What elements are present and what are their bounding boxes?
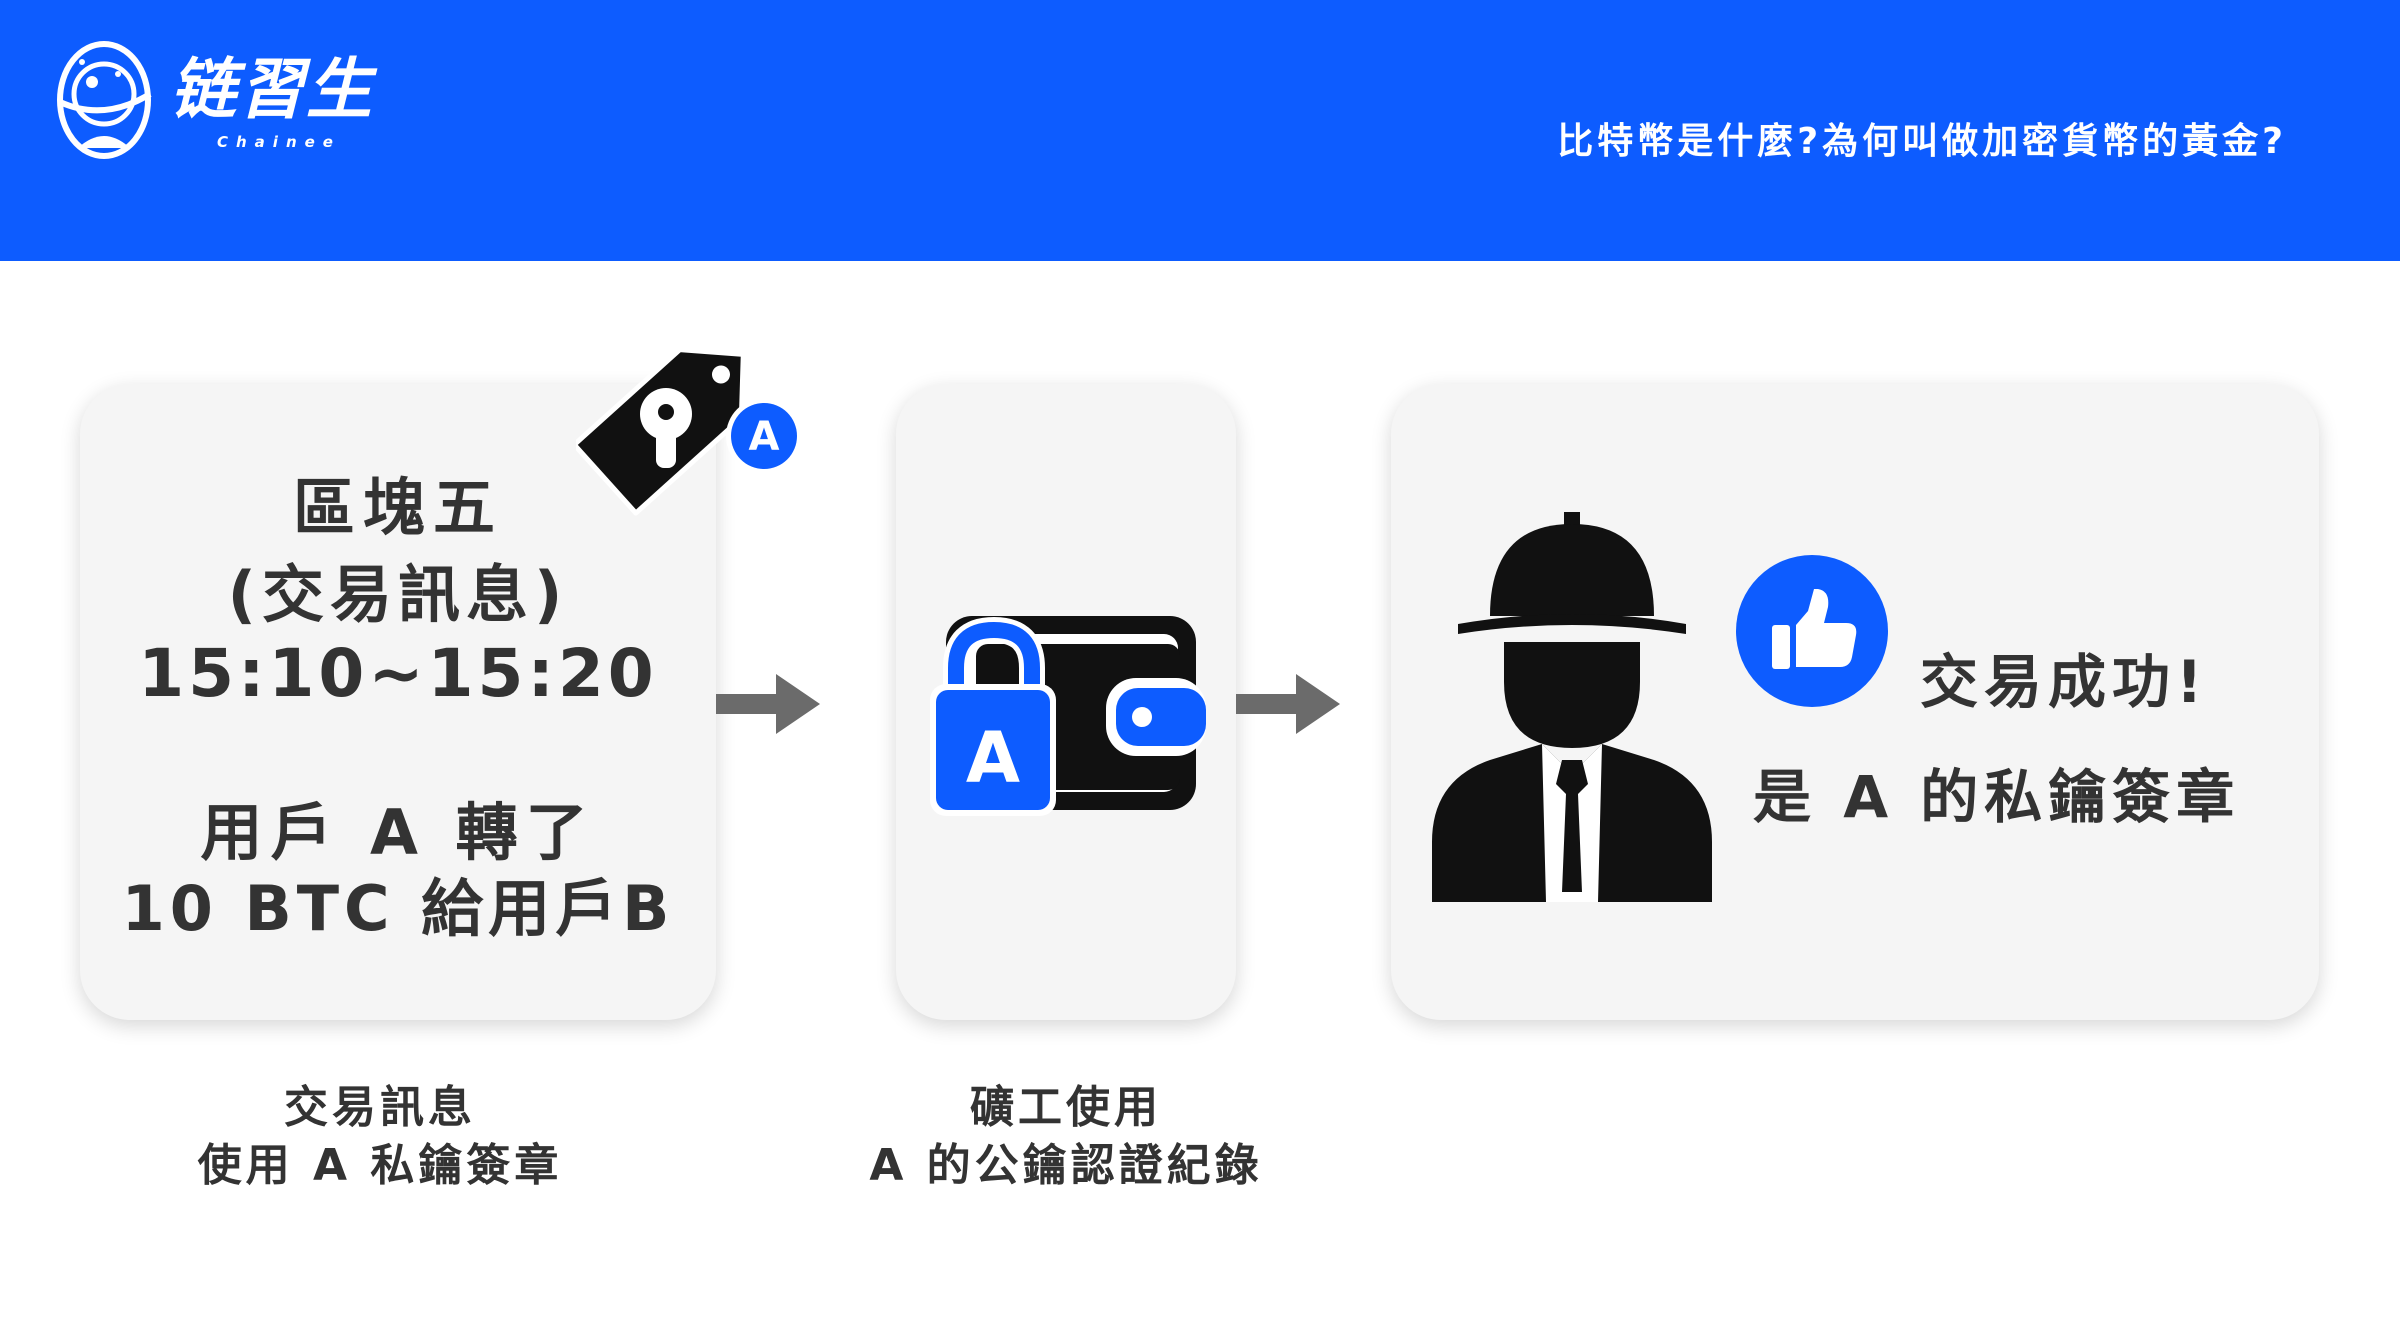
step1-caption-line2: 使用 A 私鑰簽章 — [197, 1140, 563, 1191]
success-detail: 是 A 的私鑰簽章 — [1753, 763, 2241, 831]
logo-subtitle: Chainee — [217, 133, 341, 151]
header-bar: 链習生 Chainee 比特幣是什麼?為何叫做加密貨幣的黃金? — [0, 0, 2400, 261]
step2-caption: 礦工使用 A 的公鑰認證紀錄 — [776, 1079, 1356, 1195]
block-subtitle: (交易訊息) — [227, 558, 569, 631]
transaction-line-1: 用戶 A 轉了 — [200, 796, 596, 869]
key-tag-icon: A — [576, 347, 802, 516]
page-title: 比特幣是什麼?為何叫做加密貨幣的黃金? — [1557, 121, 2287, 162]
logo-name: 链習生 — [170, 50, 374, 128]
logo-emblem-icon — [57, 41, 152, 159]
locked-wallet-icon: A — [930, 616, 1206, 816]
step2-caption-line2: A 的公鑰認證紀錄 — [869, 1140, 1263, 1191]
arrow-right-icon — [1236, 674, 1340, 734]
thumbs-up-icon — [1736, 555, 1888, 707]
arrow-right-icon — [716, 674, 820, 734]
step1-caption: 交易訊息 使用 A 私鑰簽章 — [80, 1079, 680, 1195]
step1-caption-line1: 交易訊息 — [284, 1082, 476, 1133]
block-time: 15:10~15:20 — [138, 635, 658, 712]
transaction-line-2: 10 BTC 給用戶B — [121, 872, 675, 945]
block-title: 區塊五 — [292, 471, 503, 544]
tag-badge-label: A — [749, 414, 780, 460]
logo[interactable]: 链習生 Chainee — [52, 38, 382, 168]
lock-badge-label: A — [966, 717, 1020, 799]
block-info-card: 區塊五 (交易訊息) 15:10~15:20 用戶 A 轉了 10 BTC 給用… — [80, 384, 716, 1020]
step2-caption-line1: 礦工使用 — [970, 1082, 1162, 1133]
success-title: 交易成功! — [1920, 648, 2209, 716]
worker-hardhat-icon — [1432, 512, 1712, 902]
